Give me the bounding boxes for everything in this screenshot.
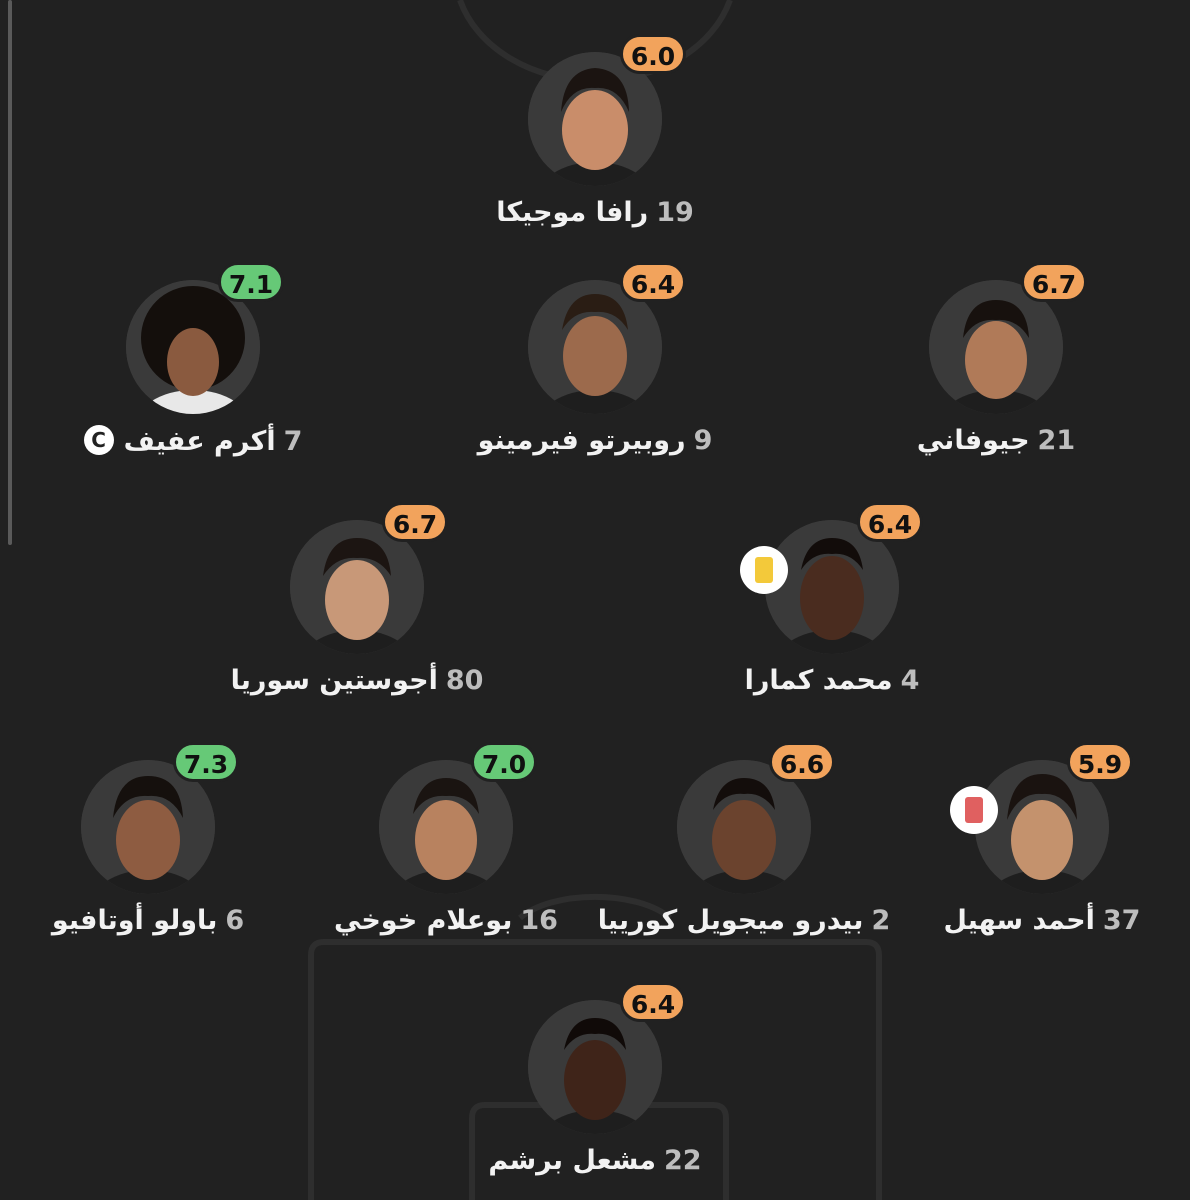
rating-badge: 6.6 — [769, 742, 835, 782]
rating-badge: 6.7 — [382, 502, 448, 542]
player-card[interactable]: 6.0 19رافا موجيكا — [465, 34, 725, 252]
player-photo — [765, 520, 899, 654]
red-card-icon — [950, 786, 998, 834]
player-name: روبيرتو فيرمينو — [477, 425, 686, 456]
player-photo — [290, 520, 424, 654]
shirt-number: 21 — [1037, 425, 1076, 456]
player-name-line: 22 مشعل برشم — [425, 1145, 765, 1176]
player-name-line: 16بوعلام خوخي — [276, 905, 616, 936]
player-name: بوعلام خوخي — [334, 905, 513, 936]
avatar-icon — [290, 520, 424, 654]
avatar-icon — [81, 760, 215, 894]
rating-badge: 6.7 — [1021, 262, 1087, 302]
player-card[interactable]: 6.7 21جيوفاني — [866, 262, 1126, 480]
player-photo — [528, 1000, 662, 1134]
rating-badge: 6.4 — [857, 502, 923, 542]
avatar-icon — [975, 760, 1109, 894]
player-photo — [126, 280, 260, 414]
player-name-line: 2بيدرو ميجويل كورييا — [574, 905, 914, 936]
player-photo — [975, 760, 1109, 894]
avatar-icon — [528, 1000, 662, 1134]
captain-icon: C — [83, 425, 114, 455]
player-name: جيوفاني — [916, 425, 1030, 456]
player-name: رافا موجيكا — [496, 197, 649, 228]
player-name-line: 80أجوستين سوريا — [187, 665, 527, 696]
player-card[interactable]: 6.4 22 مشعل برشم — [465, 982, 725, 1200]
player-photo — [929, 280, 1063, 414]
player-name-line: 37أحمد سهيل — [872, 905, 1190, 936]
rating-badge: 7.0 — [471, 742, 537, 782]
player-name-line: 19رافا موجيكا — [425, 197, 765, 228]
player-name: مشعل برشم — [488, 1145, 656, 1176]
shirt-number: 19 — [656, 197, 694, 228]
player-card[interactable]: 6.6 2بيدرو ميجويل كورييا — [598, 742, 890, 960]
shirt-number: 37 — [1102, 905, 1141, 936]
player-name-line: 7أكرم عفيف C — [23, 425, 363, 457]
shirt-number: 2 — [871, 905, 891, 936]
player-card[interactable]: 6.7 80أجوستين سوريا — [227, 502, 487, 720]
player-card[interactable]: 7.3 6باولو أوتافيو — [18, 742, 278, 960]
scrollbar[interactable] — [8, 0, 12, 545]
avatar-icon — [379, 760, 513, 894]
yellow-card-icon — [740, 546, 788, 594]
avatar-icon — [126, 280, 260, 414]
player-card[interactable]: 6.4 4محمد كمارا — [702, 502, 962, 720]
avatar-icon — [528, 52, 662, 186]
player-photo — [81, 760, 215, 894]
rating-badge: 7.1 — [218, 262, 284, 302]
shirt-number: 80 — [445, 665, 484, 696]
rating-badge: 6.4 — [620, 982, 686, 1022]
shirt-number: 6 — [225, 905, 245, 936]
player-photo — [528, 280, 662, 414]
player-name: بيدرو ميجويل كورييا — [597, 905, 864, 936]
player-card[interactable]: 7.1 7أكرم عفيف C — [63, 262, 323, 480]
rating-badge: 6.4 — [620, 262, 686, 302]
avatar-icon — [677, 760, 811, 894]
player-card[interactable]: 5.9 37أحمد سهيل — [912, 742, 1172, 960]
shirt-number: 22 — [664, 1145, 702, 1176]
avatar-icon — [765, 520, 899, 654]
shirt-number: 16 — [520, 905, 558, 936]
shirt-number: 9 — [693, 425, 713, 456]
rating-badge: 7.3 — [173, 742, 239, 782]
avatar-icon — [929, 280, 1063, 414]
player-card[interactable]: 7.0 16بوعلام خوخي — [316, 742, 576, 960]
player-name: أكرم عفيف — [123, 426, 276, 457]
player-name: أجوستين سوريا — [230, 665, 438, 696]
player-card[interactable]: 6.4 9روبيرتو فيرمينو — [465, 262, 725, 480]
player-photo — [528, 52, 662, 186]
player-photo — [677, 760, 811, 894]
rating-badge: 6.0 — [620, 34, 686, 74]
avatar-icon — [528, 280, 662, 414]
rating-badge: 5.9 — [1067, 742, 1133, 782]
player-name: أحمد سهيل — [943, 905, 1095, 936]
player-name-line: 4محمد كمارا — [662, 665, 1002, 696]
shirt-number: 7 — [283, 426, 303, 457]
player-name: باولو أوتافيو — [51, 905, 218, 936]
player-name-line: 6باولو أوتافيو — [0, 905, 318, 936]
player-name-line: 21جيوفاني — [826, 425, 1166, 456]
player-photo — [379, 760, 513, 894]
player-name: محمد كمارا — [744, 665, 893, 696]
player-name-line: 9روبيرتو فيرمينو — [425, 425, 765, 456]
shirt-number: 4 — [900, 665, 920, 696]
